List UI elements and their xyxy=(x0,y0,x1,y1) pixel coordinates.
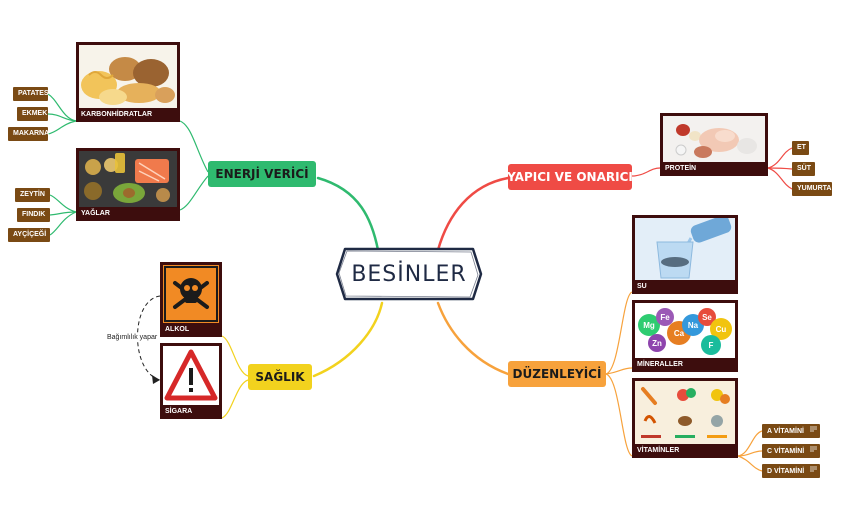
tag-et[interactable]: ET xyxy=(792,141,809,155)
mineral-symbol: Cu xyxy=(716,325,727,334)
mineral-ball xyxy=(698,308,716,326)
tag-ekmek[interactable]: EKMEK xyxy=(17,107,48,121)
hexagon-frame xyxy=(335,247,483,301)
warning-triangle-icon xyxy=(163,346,219,405)
card-vitamins-caption: VİTAMİNLER xyxy=(637,447,680,454)
mineral-symbol: F xyxy=(709,341,714,350)
central-topic[interactable]: BESİNLER xyxy=(335,245,483,303)
skull-crossbones-icon xyxy=(163,265,219,323)
topic-builder[interactable]: YAPICI VE ONARICI xyxy=(507,164,633,190)
card-fats[interactable]: YAĞLAR xyxy=(76,148,180,221)
tag-a-vitamini[interactable]: A VİTAMİNİ xyxy=(762,424,820,438)
mineral-ball xyxy=(710,318,732,340)
mineral-ball xyxy=(638,314,660,336)
tag-aycicegi[interactable]: AYÇİÇEĞİ xyxy=(8,228,50,242)
card-alcohol[interactable]: ALKOL xyxy=(160,262,222,337)
tag-yumurta[interactable]: YUMURTA xyxy=(792,182,832,196)
topic-health[interactable]: SAĞLIK xyxy=(248,364,312,390)
card-carbohydrates[interactable]: KARBONHİDRATLAR xyxy=(76,42,180,122)
mineral-symbol: Ca xyxy=(674,329,685,338)
card-vitamins[interactable]: VİTAMİNLER xyxy=(632,378,738,458)
mineral-ball xyxy=(701,335,721,355)
mineral-symbol: Se xyxy=(702,313,712,322)
card-cigarette-caption: SİGARA xyxy=(165,408,193,415)
fats-image xyxy=(79,151,177,207)
card-water[interactable]: SU xyxy=(632,215,738,294)
card-carbohydrates-caption: KARBONHİDRATLAR xyxy=(81,111,153,118)
card-minerals-caption: MİNERALLER xyxy=(637,361,683,368)
mineral-symbol: Zn xyxy=(652,339,662,348)
topic-regulator-label: DÜZENLEYİCİ xyxy=(512,367,602,381)
vitamins-image xyxy=(635,381,735,444)
topic-energy[interactable]: ENERJİ VERİCİ xyxy=(208,161,316,187)
relation-label[interactable]: Bağımlılık yapar xyxy=(106,334,159,341)
card-alcohol-caption: ALKOL xyxy=(165,326,190,333)
topic-regulator[interactable]: DÜZENLEYİCİ xyxy=(508,361,606,387)
tag-d-vitamini[interactable]: D VİTAMİNİ xyxy=(762,464,820,478)
topic-health-label: SAĞLIK xyxy=(255,370,305,384)
card-water-caption: SU xyxy=(637,283,647,290)
link-builder-protein xyxy=(631,167,661,177)
branch-health xyxy=(312,301,384,378)
topic-builder-label: YAPICI VE ONARICI xyxy=(507,170,633,184)
water-image xyxy=(635,218,735,280)
tag-c-vitamini[interactable]: C VİTAMİNİ xyxy=(762,444,820,458)
link-energy-fats xyxy=(179,175,209,211)
mineral-ball xyxy=(648,334,666,352)
lines-icon xyxy=(810,444,818,458)
carbohydrates-image xyxy=(79,45,177,108)
protein-image xyxy=(663,116,765,162)
lines-icon xyxy=(810,464,818,478)
lines-icon xyxy=(809,424,817,438)
mineral-ball xyxy=(656,308,674,326)
card-cigarette[interactable]: SİGARA xyxy=(160,343,222,419)
branch-builder xyxy=(436,176,510,252)
link-energy-carbs xyxy=(179,120,209,173)
tag-findik[interactable]: FINDIK xyxy=(17,208,50,222)
branch-energy xyxy=(316,176,380,252)
tag-zeytin[interactable]: ZEYTİN xyxy=(15,188,50,202)
mineral-symbol: Mg xyxy=(643,321,655,330)
topic-energy-label: ENERJİ VERİCİ xyxy=(215,167,309,181)
tag-makarna[interactable]: MAKARNA xyxy=(8,127,49,141)
tag-patates[interactable]: PATATES xyxy=(13,87,49,101)
card-fats-caption: YAĞLAR xyxy=(81,210,110,217)
mineral-symbol: Na xyxy=(688,321,699,330)
tag-sut[interactable]: SÜT xyxy=(792,162,815,176)
branch-regulator xyxy=(436,301,510,376)
central-topic-label: BESİNLER xyxy=(351,261,467,287)
card-protein-caption: PROTEİN xyxy=(665,165,697,172)
mineral-symbol: Fe xyxy=(660,313,670,322)
card-protein[interactable]: PROTEİN xyxy=(660,113,768,176)
